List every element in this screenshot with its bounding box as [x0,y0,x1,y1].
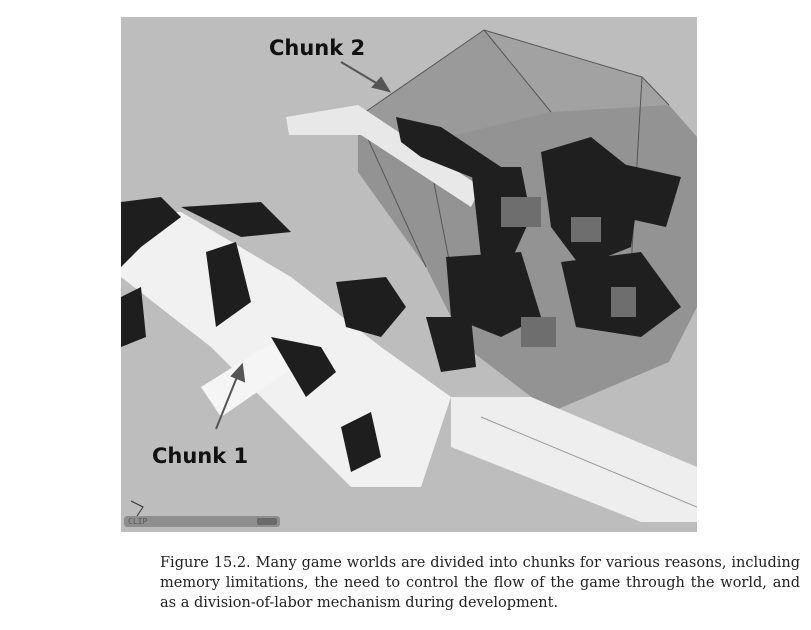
figure-caption: Figure 15.2. Many game worlds are divide… [160,555,800,611]
chunk2-label: Chunk 2 [269,36,366,60]
world-render [121,29,697,522]
clip-slider-knob [257,518,277,525]
game-world-figure: Chunk 2 Chunk 1 CLIP [121,17,697,532]
axis-gizmo [130,500,144,517]
clip-slider: CLIP [124,516,280,527]
chunk2-arrow [340,61,392,93]
chunk1-arrow [215,362,246,430]
clip-label: CLIP [128,517,148,526]
chunk1-label: Chunk 1 [152,444,249,468]
